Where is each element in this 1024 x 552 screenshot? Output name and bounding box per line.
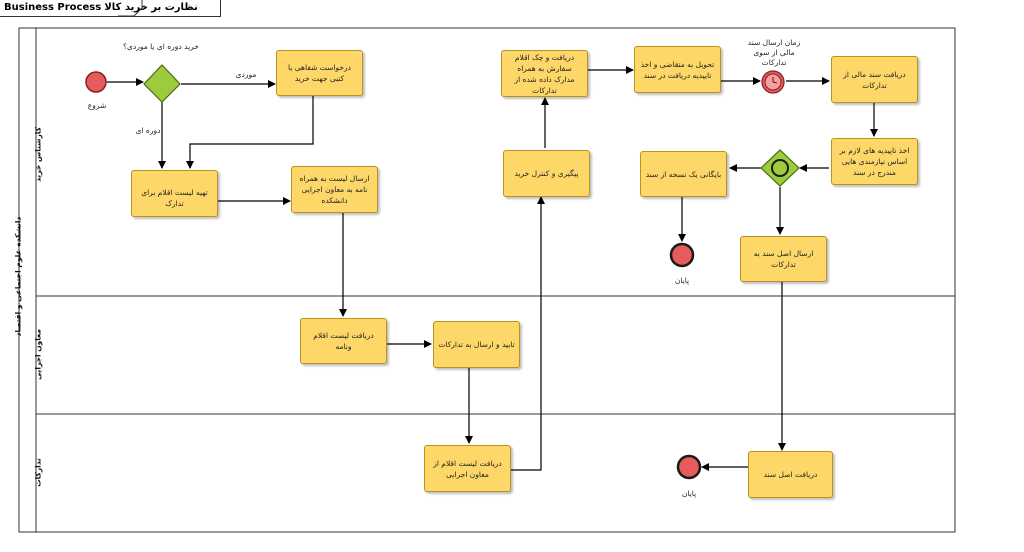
inclusive-gateway xyxy=(760,149,800,187)
task-deliver-confirm[interactable]: تحویل به متقاضی و اخذ تاییدیه دریافت در … xyxy=(634,46,721,93)
task-receive-finance-doc[interactable]: دریافت سند مالی از تدارکات xyxy=(831,56,918,103)
flow-t1-t2 xyxy=(186,96,314,169)
flow-label-periodic: دوره ای xyxy=(135,126,161,135)
diagram-kind: Business Process xyxy=(4,2,102,13)
task-get-approvals[interactable]: اخذ تاییدیه های لازم بر اساس نیازمندی ها… xyxy=(831,138,918,185)
gateway-question-label: خرید دوره ای یا موردی؟ xyxy=(123,42,199,51)
end-event-1 xyxy=(669,242,695,268)
diagram-title: نظارت بر خرید کالا xyxy=(104,2,198,13)
pool-label: دانشکده علوم اجتماعی و اقتصاد xyxy=(13,216,23,337)
end-event-1-label: پایان xyxy=(674,276,690,285)
task-approve-send[interactable]: تایید و ارسال به تدارکات xyxy=(433,321,520,368)
flow-t6-t7 xyxy=(511,196,545,471)
timer-event-label: زمان ارسال سند مالی از سوی تدارکات xyxy=(747,38,801,67)
task-check-items[interactable]: دریافت و چک اقلام سفارش به همراه مدارک د… xyxy=(501,50,588,97)
task-receive-original[interactable]: دریافت اصل سند xyxy=(748,451,833,498)
task-verbal-request[interactable]: درخواست شفاهی یا کتبی جهت خرید xyxy=(276,50,363,96)
timer-event xyxy=(761,70,785,94)
end-event-2 xyxy=(676,454,702,480)
task-send-list-to-exec[interactable]: ارسال لیست به همراه نامه به معاون اجرایی… xyxy=(291,166,378,213)
task-send-original[interactable]: ارسال اصل سند به تدارکات xyxy=(740,236,827,282)
task-prepare-list[interactable]: تهیه لیست اقلام برای تدارک xyxy=(131,170,218,217)
start-event-label: شروع xyxy=(87,101,107,110)
task-receive-list[interactable]: دریافت لیست اقلام ونامه xyxy=(300,318,387,364)
task-follow-up[interactable]: پیگیری و کنترل خرید xyxy=(503,150,590,197)
flow-label-adhoc: موردی xyxy=(235,70,257,79)
lane-label-executive: معاون اجرایی xyxy=(33,329,43,380)
header-tab-corner xyxy=(118,0,143,17)
inclusive-gateway-marker xyxy=(771,159,789,177)
task-archive-copy[interactable]: بایگانی یک نسخه از سند xyxy=(640,151,727,197)
lane-label-purchasing: کارشناس خرید xyxy=(33,127,43,182)
diagram-header-tab: Business Process نظارت بر خرید کالا xyxy=(0,0,221,17)
start-event xyxy=(85,71,107,93)
exclusive-gateway xyxy=(143,64,181,103)
task-receive-from-exec[interactable]: دریافت لیست اقلام از معاون اجرایی xyxy=(424,445,511,492)
end-event-2-label: پایان xyxy=(681,489,697,498)
lane-label-logistics: تدارکات xyxy=(33,458,43,487)
